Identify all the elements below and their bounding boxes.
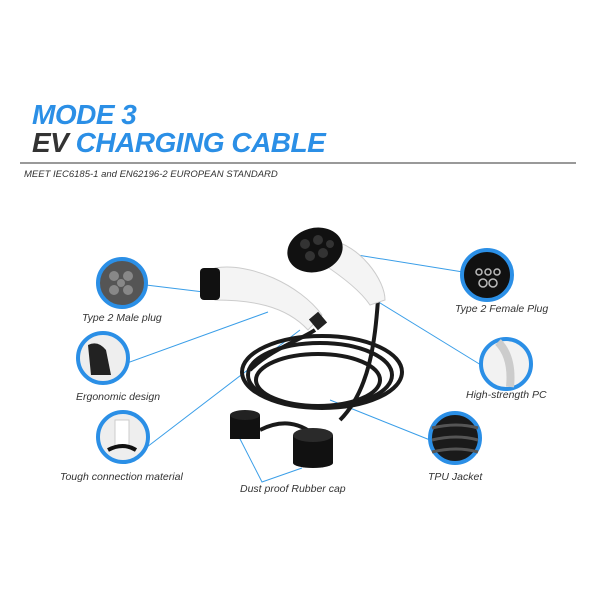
rubber-cap-large [293, 435, 333, 468]
divider [20, 162, 576, 164]
label-high-strength-pc: High-strength PC [466, 389, 547, 401]
label-female-plug: Type 2 Female Plug [455, 303, 549, 315]
label-rubber-cap: Dust proof Rubber cap [240, 483, 346, 495]
label-tough-connection: Tough connection material [60, 471, 183, 483]
male-plug [200, 266, 328, 331]
title-product: EV CHARGING CABLE [32, 127, 326, 159]
title-charging-cable: CHARGING CABLE [75, 127, 326, 158]
female-plug [287, 227, 386, 306]
label-male-plug: Type 2 Male plug [82, 312, 162, 324]
cable [240, 299, 404, 442]
title-mode: MODE 3 [32, 99, 137, 130]
label-ergonomic: Ergonomic design [76, 391, 161, 403]
title-ev: EV [32, 127, 69, 158]
rubber-cap-small [230, 415, 260, 439]
subtitle: MEET IEC6185-1 and EN62196-2 EUROPEAN ST… [24, 169, 278, 180]
label-tpu-jacket: TPU Jacket [428, 471, 483, 483]
